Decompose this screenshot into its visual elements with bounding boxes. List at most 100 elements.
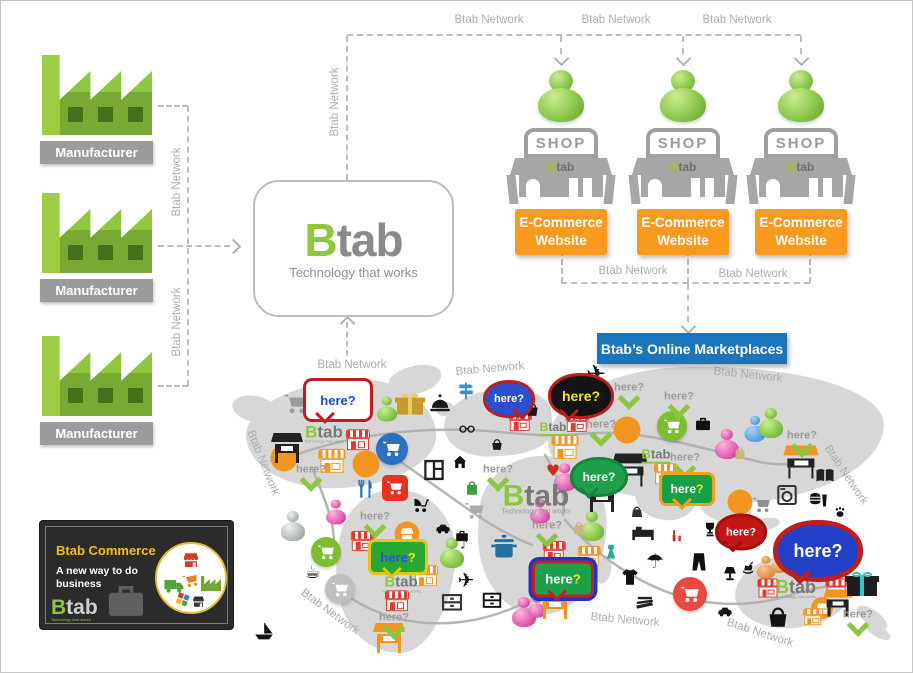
seller-avatar-icon <box>660 70 706 122</box>
btab-hub: Btab Technology that works <box>253 180 454 317</box>
btab-tagline: Technology that works <box>289 265 418 280</box>
briefcase-icon <box>455 529 470 544</box>
shop-icon <box>181 550 201 575</box>
manufacturer-label: Manufacturer <box>40 279 153 302</box>
airplane-icon: ✈ <box>457 568 475 592</box>
manufacturer-group-2: Manufacturer <box>40 193 153 302</box>
connector-line <box>158 245 230 247</box>
btab-network-label: Btab Network <box>171 287 183 357</box>
promo-icon-circle <box>155 542 227 614</box>
speech-bubble-black: here? <box>548 373 614 421</box>
pot-icon <box>489 532 519 562</box>
shop-awning-orange <box>551 434 579 459</box>
cart-square-red <box>382 475 408 501</box>
washer-icon <box>775 483 799 507</box>
here-badge-double-border: here ? <box>532 560 594 602</box>
shop-sign: SHOP <box>646 128 720 158</box>
here-label: here? <box>296 464 326 492</box>
btab-logo: Btab <box>304 214 403 266</box>
btab-network-label: Btab Network <box>317 359 387 371</box>
lamp-icon <box>721 565 739 583</box>
connector-line <box>346 322 348 356</box>
factory-icon <box>201 576 221 591</box>
here-label: here? <box>532 520 562 548</box>
lipstick-icon <box>670 529 685 544</box>
shop-sign: SHOP <box>764 128 838 158</box>
here-label: here? <box>664 391 694 419</box>
connector-line <box>187 106 189 386</box>
umbrella-icon: ☂ <box>646 549 664 573</box>
coffee-icon: ☕ <box>304 562 322 583</box>
seller-avatar-icon <box>778 70 824 122</box>
shopping-bag-icon <box>571 520 587 536</box>
orange-dot <box>352 450 380 478</box>
signpost-icon <box>456 381 476 401</box>
manufacturer-group-1: Manufacturer <box>40 55 153 164</box>
shop-awning-red <box>385 590 409 612</box>
market-stand-black <box>271 433 303 463</box>
handbag-icon <box>629 503 646 520</box>
briefcase-icon <box>104 579 148 628</box>
paw-icon <box>833 505 847 519</box>
here-badge-green: here? <box>659 472 715 510</box>
avatar-green <box>759 408 783 438</box>
cart-circle-red <box>673 577 707 611</box>
factory-icon <box>42 336 152 416</box>
btab-network-label: Btab Network <box>171 147 183 217</box>
here-label: here? <box>843 609 873 637</box>
cart-circle-green <box>657 411 687 441</box>
arrow-down-icon <box>553 50 570 67</box>
truck-icon <box>163 574 185 601</box>
cart-icon <box>464 500 486 522</box>
btab-map-logo: Btab <box>641 446 671 464</box>
avatar-green <box>377 396 397 422</box>
house-icon <box>452 454 468 470</box>
connector-line <box>687 284 689 322</box>
btab-network-label: Btab Network <box>581 14 651 26</box>
boat-icon <box>253 621 275 643</box>
open-book-icon <box>814 465 836 487</box>
shop-sign: SHOP <box>524 128 598 158</box>
drawers-icon <box>481 589 503 611</box>
manufacturer-label: Manufacturer <box>40 422 153 445</box>
connector-line <box>158 385 188 387</box>
briefcase-icon <box>694 415 712 433</box>
burger-drink-icon <box>808 490 828 510</box>
stroller-icon <box>412 496 430 514</box>
shelf-icon <box>421 457 447 483</box>
arrow-up-icon <box>339 315 356 332</box>
market-stand-icon <box>191 594 206 614</box>
btab-network-label: Btab Network <box>329 67 341 137</box>
manufacturer-label: Manufacturer <box>40 141 153 164</box>
shop-awning-orange <box>803 608 823 626</box>
manufacturer-group-3: Manufacturer <box>40 336 153 445</box>
basket-icon <box>765 605 792 632</box>
factory-icon <box>42 55 152 135</box>
connector-line <box>346 36 348 180</box>
avatar-gray <box>281 511 305 541</box>
basket-icon <box>490 438 505 453</box>
factory-icon <box>42 193 152 273</box>
here-label: here? <box>360 511 390 539</box>
cart-icon <box>752 495 772 515</box>
btab-network-label: Btab Network <box>702 14 772 26</box>
cloche-icon <box>428 392 452 416</box>
car-icon <box>717 603 733 619</box>
speech-bubble-green: here? <box>570 457 628 499</box>
fork-knife-icon <box>355 478 377 500</box>
orange-dot <box>727 489 753 515</box>
connector-line <box>561 282 810 284</box>
car-icon <box>435 520 451 536</box>
